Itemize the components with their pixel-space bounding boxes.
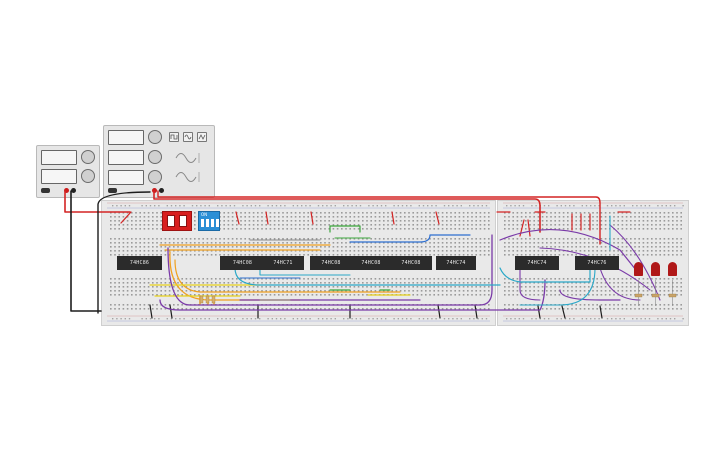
sine-wave-icon[interactable] — [183, 132, 193, 142]
square-wave-icon[interactable] — [169, 132, 179, 142]
waveform-preview-1 — [175, 153, 200, 163]
fg-display-2 — [108, 150, 144, 165]
dip-blue-toggle-1[interactable] — [201, 219, 204, 227]
ps1-knob-bottom[interactable] — [81, 169, 95, 183]
chip-u7[interactable]: 74HC74 — [436, 256, 476, 270]
ps1-display-top — [41, 150, 77, 165]
fg-display-3 — [108, 170, 144, 185]
chip-u8[interactable]: 74HC74 — [515, 256, 559, 270]
chip-u6[interactable]: 74HC08 — [390, 256, 432, 270]
dip-blue-toggle-2[interactable] — [206, 219, 209, 227]
chip-u9[interactable]: 74HC76 — [575, 256, 619, 270]
fg-knob-3[interactable] — [148, 170, 162, 184]
fg-display-1 — [108, 130, 144, 145]
fg-terminal-negative[interactable] — [159, 188, 164, 193]
ps1-display-bottom — [41, 169, 77, 184]
dip-blue-toggle-4[interactable] — [216, 219, 219, 227]
ps1-knob-top[interactable] — [81, 150, 95, 164]
ps1-terminal-negative[interactable] — [71, 188, 76, 193]
fg-knob-1[interactable] — [148, 130, 162, 144]
chip-u5[interactable]: 74HC08 — [352, 256, 390, 270]
chip-u3[interactable]: 74HC71 — [262, 256, 304, 270]
dip-switch-blue[interactable]: ON — [198, 211, 220, 231]
fg-knob-2[interactable] — [148, 150, 162, 164]
dip-red-toggle-2[interactable] — [179, 215, 187, 227]
ps1-terminal-positive[interactable] — [64, 188, 69, 193]
function-generator[interactable] — [103, 125, 215, 198]
fg-power-switch[interactable] — [108, 188, 117, 193]
led-3[interactable] — [668, 262, 677, 276]
chip-u2[interactable]: 74HC08 — [220, 256, 265, 270]
ps1-power-switch[interactable] — [41, 188, 50, 193]
fg-terminal-positive[interactable] — [152, 188, 157, 193]
dip-blue-toggle-3[interactable] — [211, 219, 214, 227]
dip-red-toggle-1[interactable] — [167, 215, 175, 227]
dip-switch-label: ON — [201, 212, 208, 217]
power-supply-1[interactable] — [36, 145, 100, 198]
led-2[interactable] — [651, 262, 660, 276]
triangle-wave-icon[interactable] — [197, 132, 207, 142]
chip-u1[interactable]: 74HC86 — [117, 256, 162, 270]
dip-switch-red[interactable] — [162, 211, 192, 231]
chip-u4[interactable]: 74HC08 — [310, 256, 352, 270]
waveform-preview-2 — [175, 172, 200, 182]
led-1[interactable] — [634, 262, 643, 276]
